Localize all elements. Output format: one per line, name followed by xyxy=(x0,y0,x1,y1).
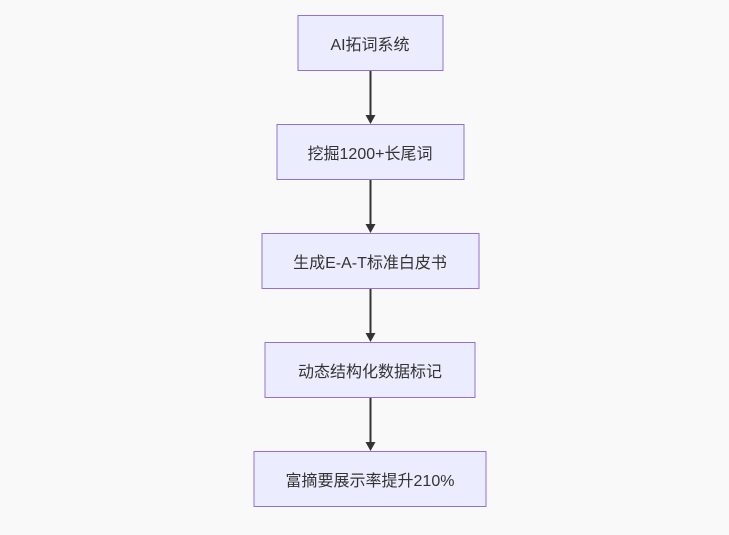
flow-node-eat-whitepaper: 生成E-A-T标准白皮书 xyxy=(261,233,479,289)
flowchart: AI拓词系统 挖掘1200+长尾词 生成E-A-T标准白皮书 动态结构化数据标记 xyxy=(253,15,487,507)
node-label: AI拓词系统 xyxy=(330,37,410,54)
arrow-head-icon xyxy=(365,442,375,451)
flow-arrow xyxy=(365,180,375,233)
arrow-line xyxy=(369,289,371,334)
flow-node-rich-snippet-result: 富摘要展示率提升210% xyxy=(253,451,487,507)
flow-arrow xyxy=(365,289,375,342)
arrow-line xyxy=(369,180,371,225)
arrow-head-icon xyxy=(365,115,375,124)
flow-node-structured-data-markup: 动态结构化数据标记 xyxy=(264,342,476,398)
node-label: 动态结构化数据标记 xyxy=(297,364,442,381)
node-label: 富摘要展示率提升210% xyxy=(285,473,455,490)
arrow-line xyxy=(369,398,371,443)
node-label: 生成E-A-T标准白皮书 xyxy=(293,255,447,272)
flow-arrow xyxy=(365,398,375,451)
flow-arrow xyxy=(365,71,375,124)
arrow-head-icon xyxy=(365,224,375,233)
arrow-head-icon xyxy=(365,333,375,342)
arrow-line xyxy=(369,71,371,116)
node-label: 挖掘1200+长尾词 xyxy=(307,146,433,163)
flow-node-ai-keyword-system: AI拓词系统 xyxy=(297,15,443,71)
flow-node-longtail-mining: 挖掘1200+长尾词 xyxy=(276,124,464,180)
